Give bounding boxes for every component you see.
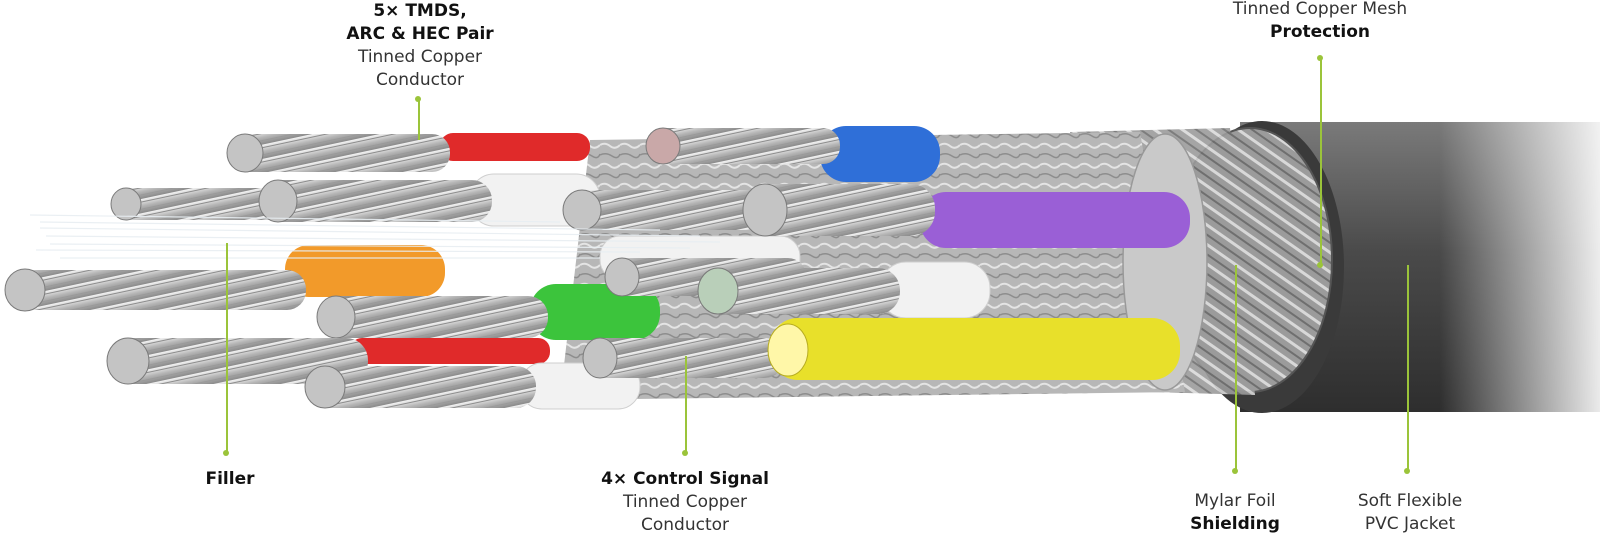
foil-label: Mylar Foil Shielding	[1165, 490, 1305, 536]
jacket-label-line1: Soft Flexible	[1357, 491, 1463, 511]
jacket-leader-line	[1407, 265, 1409, 471]
control-leader-dot	[682, 450, 688, 456]
tmds-label-line2: ARC & HEC Pair	[346, 24, 494, 44]
tmds-label-line1: 5× TMDS,	[373, 1, 467, 21]
stranded-conductors	[4, 127, 935, 409]
filler-leader-line	[226, 243, 228, 453]
control-label: 4× Control Signal Tinned Copper Conducto…	[575, 468, 795, 537]
mesh-leader-end-dot	[1317, 262, 1323, 268]
foil-leader-dot	[1232, 468, 1238, 474]
filler-label: Filler	[180, 468, 280, 491]
mesh-label-line1: Tinned Copper Mesh	[1232, 0, 1408, 19]
filler-label-line1: Filler	[205, 469, 255, 489]
jacket-label-line2: PVC Jacket	[1364, 514, 1456, 534]
tmds-label: 5× TMDS, ARC & HEC Pair Tinned Copper Co…	[320, 0, 520, 92]
foil-label-line1: Mylar Foil	[1194, 491, 1276, 511]
control-label-line1: 4× Control Signal	[601, 469, 769, 489]
mesh-leader-dot	[1317, 55, 1323, 61]
filler-fibers	[29, 214, 721, 259]
mesh-label: Tinned Copper Mesh Protection	[1210, 0, 1430, 44]
foil-leader-line	[1235, 265, 1237, 471]
mesh-leader-line	[1320, 58, 1322, 264]
jacket-label: Soft Flexible PVC Jacket	[1335, 490, 1485, 536]
control-leader-line	[685, 356, 687, 452]
mesh-label-line2: Protection	[1270, 22, 1370, 42]
control-label-line2: Tinned Copper	[622, 492, 748, 512]
control-label-line3: Conductor	[640, 515, 729, 535]
tmds-leader-dot	[415, 96, 421, 102]
tmds-label-line3: Tinned Copper	[357, 47, 483, 67]
tmds-label-line4: Conductor	[375, 70, 464, 90]
jacket-leader-dot	[1404, 468, 1410, 474]
foil-label-line2: Shielding	[1190, 514, 1280, 534]
tmds-leader-line	[418, 100, 420, 140]
filler-leader-dot	[223, 450, 229, 456]
